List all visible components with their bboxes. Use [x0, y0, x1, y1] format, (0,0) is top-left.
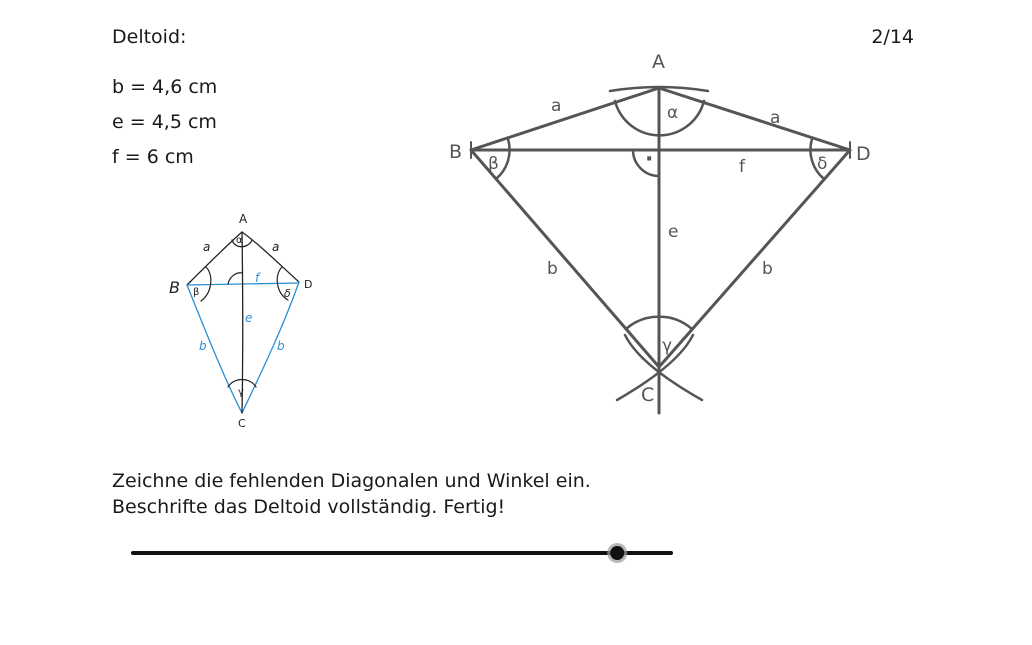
- construction-arc-c-right: [615, 333, 695, 402]
- sketch-angle-delta-arc: [276, 266, 289, 301]
- sketch-side-b-left: [186, 284, 243, 414]
- sketch-label-a-right: a: [272, 240, 279, 254]
- step-slider[interactable]: [128, 538, 676, 568]
- sketch-vertex-a: A: [239, 212, 248, 226]
- construction-label-delta: δ: [817, 154, 827, 174]
- sketch-right-angle-arc: [227, 272, 243, 285]
- construction-vertex-d: D: [856, 143, 871, 165]
- sketch-label-b-right: b: [277, 339, 285, 353]
- sketch-diagram: A B D C a a α β δ γ f e b b: [169, 212, 312, 430]
- construction-label-e: e: [668, 222, 678, 242]
- construction-arc-c-left: [623, 333, 704, 402]
- sketch-side-b-right: [241, 281, 300, 414]
- page-counter: 2/14: [871, 26, 914, 48]
- construction-label-gamma: γ: [662, 336, 672, 356]
- construction-right-angle-dot: ·: [645, 147, 653, 172]
- page-title: Deltoid:: [112, 26, 187, 48]
- construction-vertex-a: A: [652, 51, 665, 73]
- construction-arc-a: [608, 85, 710, 93]
- sketch-label-delta: δ: [284, 287, 291, 300]
- construction-label-b-left: b: [547, 259, 558, 279]
- sketch-angle-beta-arc: [200, 266, 212, 302]
- sketch-label-beta: β: [193, 287, 199, 298]
- instruction-line-2: Beschrifte das Deltoid vollständig. Fert…: [112, 496, 506, 518]
- sketch-label-gamma: γ: [238, 387, 244, 398]
- construction-angle-alpha-arc: [613, 99, 706, 137]
- sketch-vertex-c: C: [238, 417, 246, 430]
- construction-angle-gamma-arc: [624, 315, 694, 331]
- construction-side-b-right: [657, 148, 852, 369]
- sketch-label-a-left: a: [203, 240, 210, 254]
- construction-vertex-c: C: [641, 384, 654, 406]
- sketch-angle-gamma-arc: [227, 378, 257, 388]
- construction-side-a-left: [469, 86, 661, 152]
- construction-right-angle-arc: [631, 148, 661, 178]
- given-e: e = 4,5 cm: [112, 111, 217, 133]
- construction-side-b-left: [469, 148, 661, 369]
- construction-label-b-right: b: [762, 259, 773, 279]
- sketch-label-alpha: α: [236, 235, 243, 246]
- given-values: b = 4,6 cm e = 4,5 cm f = 6 cm: [112, 70, 217, 175]
- given-f: f = 6 cm: [112, 146, 194, 168]
- sketch-vertex-d: D: [304, 278, 312, 291]
- instruction-line-1: Zeichne die fehlenden Diagonalen und Win…: [112, 470, 591, 492]
- construction-label-f: f: [739, 157, 746, 177]
- construction-diagram: A B D C a a f e b b α β δ γ ·: [449, 51, 871, 415]
- construction-angle-delta-arc: [809, 137, 826, 181]
- construction-label-alpha: α: [667, 103, 678, 123]
- sketch-label-e: e: [245, 311, 252, 325]
- given-b: b = 4,6 cm: [112, 76, 218, 98]
- slider-handle[interactable]: [610, 546, 625, 560]
- instructions: Zeichne die fehlenden Diagonalen und Win…: [112, 468, 591, 520]
- construction-angle-beta-arc: [494, 137, 511, 181]
- sketch-angle-alpha-arc: [231, 239, 253, 248]
- sketch-vertex-b: B: [169, 278, 180, 297]
- sketch-diagonal-e: [241, 231, 244, 414]
- sketch-side-a-left: [186, 231, 243, 286]
- construction-label-beta: β: [488, 154, 499, 174]
- sketch-label-b-left: b: [199, 339, 207, 353]
- sketch-side-a-right: [241, 231, 300, 283]
- construction-vertex-b: B: [449, 141, 462, 163]
- sketch-label-f: f: [255, 271, 261, 285]
- construction-side-a-right: [657, 86, 852, 152]
- construction-label-a-right: a: [770, 108, 780, 128]
- construction-label-a-left: a: [551, 96, 561, 116]
